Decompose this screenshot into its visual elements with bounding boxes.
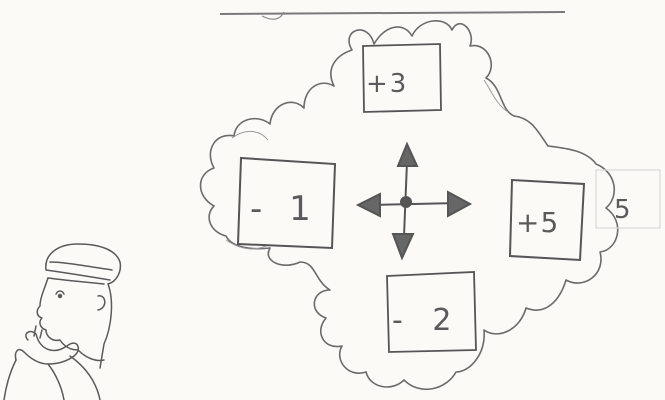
boy-hair [46,244,121,284]
boy-arm [4,356,100,400]
card-bottom-label: - 2 [392,303,461,338]
boy-eye [56,291,64,294]
boy-figure [4,244,120,400]
direction-arrows [358,144,470,258]
boy-face [37,278,78,350]
card-bottom: - 2 [387,272,476,352]
boy-collar [78,350,104,361]
card-right: +5 [510,180,584,260]
card-left-label: - 1 [250,189,319,229]
card-top-label: +3 [366,69,408,99]
arrow-center-dot [401,197,411,207]
arrow-right-icon [448,192,470,216]
card-top: +3 [363,44,441,112]
arrow-left-icon [358,194,380,216]
card-left: - 1 [238,158,335,248]
boy-ear [98,296,105,310]
boy-fingers [34,326,42,338]
arrow-up-icon [398,144,417,166]
arrow-down-icon [393,234,413,258]
top-line [220,12,565,14]
card-right-label: +5 [516,206,559,239]
margin-mark: 5 [614,195,631,225]
